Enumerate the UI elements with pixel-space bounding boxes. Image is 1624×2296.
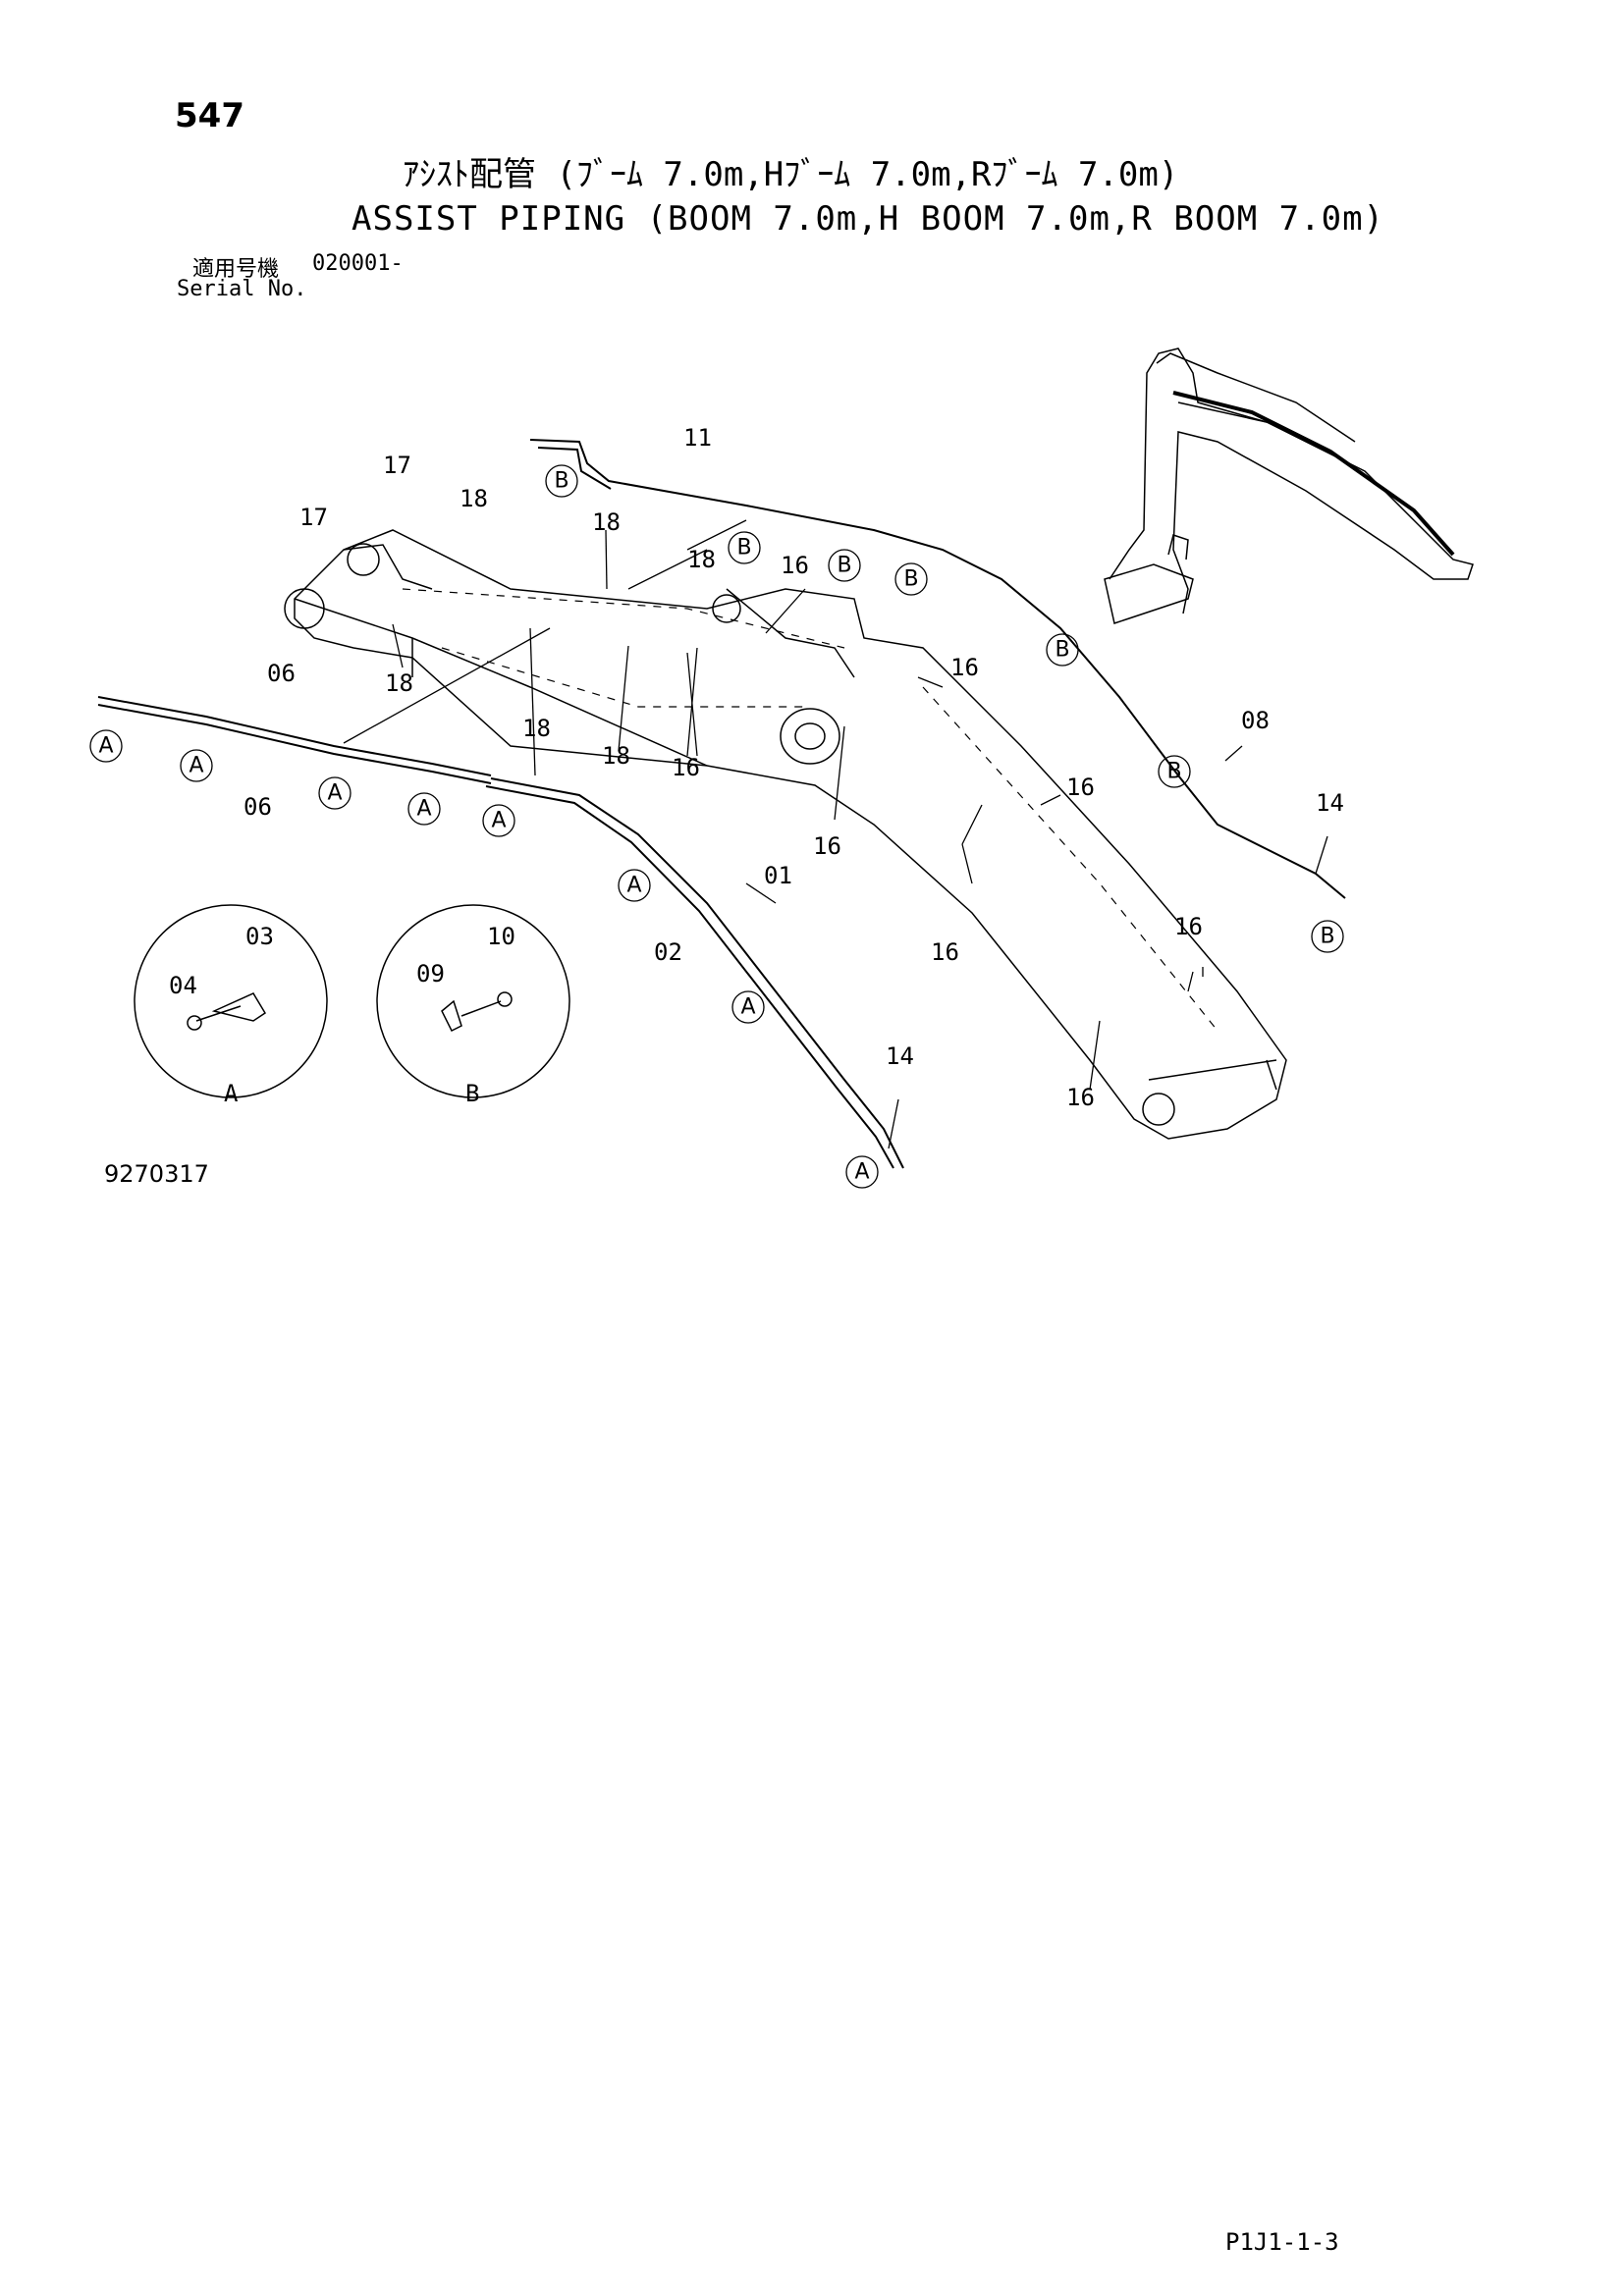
ref-marker-a: A xyxy=(318,776,352,810)
ref-marker-b: B xyxy=(545,464,578,498)
ref-marker-a: A xyxy=(180,749,213,782)
svg-text:B: B xyxy=(903,567,918,592)
part-label-16: 16 xyxy=(950,654,979,681)
svg-text:A: A xyxy=(327,781,342,806)
part-label-11: 11 xyxy=(683,424,712,452)
ref-marker-b: B xyxy=(1311,920,1344,953)
part-label-18: 18 xyxy=(592,508,621,536)
part-label-16: 16 xyxy=(1066,1084,1095,1111)
ref-marker-a: A xyxy=(731,990,765,1024)
serial-value: 020001- xyxy=(312,251,404,276)
part-label-04: 04 xyxy=(169,972,197,999)
detail-b-caption: B xyxy=(465,1080,479,1107)
ref-marker-b: B xyxy=(1046,633,1079,667)
part-label-18: 18 xyxy=(385,669,413,697)
part-label-17: 17 xyxy=(383,452,411,479)
part-label-02: 02 xyxy=(654,938,682,966)
serial-label-en: Serial No. xyxy=(177,277,307,301)
ref-marker-b: B xyxy=(828,549,861,582)
page-code: P1J1-1-3 xyxy=(1225,2228,1339,2256)
detail-b xyxy=(376,904,570,1098)
part-label-16: 16 xyxy=(931,938,959,966)
ref-marker-b: B xyxy=(728,531,761,564)
page-title-en: ASSIST PIPING (BOOM 7.0m,H BOOM 7.0m,R B… xyxy=(352,199,1385,239)
part-label-17: 17 xyxy=(299,504,328,531)
ref-marker-b: B xyxy=(894,562,928,596)
svg-text:A: A xyxy=(98,734,113,759)
ref-marker-a: A xyxy=(89,729,123,763)
part-label-03: 03 xyxy=(245,923,274,950)
svg-text:B: B xyxy=(554,469,568,494)
part-label-16: 16 xyxy=(781,552,809,579)
svg-text:B: B xyxy=(736,536,751,561)
svg-text:A: A xyxy=(189,754,203,778)
svg-text:A: A xyxy=(491,809,506,833)
leader-lines xyxy=(343,519,1328,1149)
ref-marker-a: A xyxy=(482,804,515,837)
detail-a xyxy=(134,904,328,1098)
part-label-14: 14 xyxy=(1316,789,1344,817)
part-label-16: 16 xyxy=(1066,774,1095,801)
ref-marker-b: B xyxy=(1158,755,1191,788)
part-label-18: 18 xyxy=(687,546,716,573)
part-label-16: 16 xyxy=(1174,913,1203,940)
svg-text:B: B xyxy=(1055,638,1069,663)
part-label-18: 18 xyxy=(460,485,488,512)
part-label-06: 06 xyxy=(244,793,272,821)
ref-marker-a: A xyxy=(618,869,651,902)
ref-marker-a: A xyxy=(407,792,441,826)
part-label-10: 10 xyxy=(487,923,515,950)
part-label-18: 18 xyxy=(522,715,551,742)
part-label-16: 16 xyxy=(672,754,700,781)
page-number: 547 xyxy=(175,96,244,135)
excavator-thumbnail xyxy=(1104,347,1474,624)
part-label-01: 01 xyxy=(764,862,792,889)
svg-text:A: A xyxy=(626,874,641,898)
part-label-09: 09 xyxy=(416,960,445,988)
svg-text:A: A xyxy=(416,797,431,822)
svg-text:A: A xyxy=(740,995,755,1020)
svg-text:B: B xyxy=(1320,925,1334,949)
svg-text:B: B xyxy=(837,554,851,578)
page-title-jp: ｱｼｽﾄ配管 (ﾌﾞｰﾑ 7.0m,Hﾌﾞｰﾑ 7.0m,Rﾌﾞｰﾑ 7.0m) xyxy=(403,155,1179,194)
detail-a-caption: A xyxy=(224,1080,239,1107)
part-label-06: 06 xyxy=(267,660,296,687)
part-label-16: 16 xyxy=(813,832,841,860)
svg-text:B: B xyxy=(1166,760,1181,784)
boom-structure xyxy=(284,529,1287,1140)
pipe-lines xyxy=(97,439,1346,1169)
part-label-08: 08 xyxy=(1241,707,1270,734)
serial-label-jp: 適用号機 xyxy=(192,257,280,282)
drawing-number: 9270317 xyxy=(104,1160,209,1188)
svg-text:A: A xyxy=(854,1160,869,1185)
part-label-14: 14 xyxy=(886,1042,914,1070)
ref-marker-a: A xyxy=(845,1155,879,1189)
part-label-18: 18 xyxy=(602,742,630,770)
